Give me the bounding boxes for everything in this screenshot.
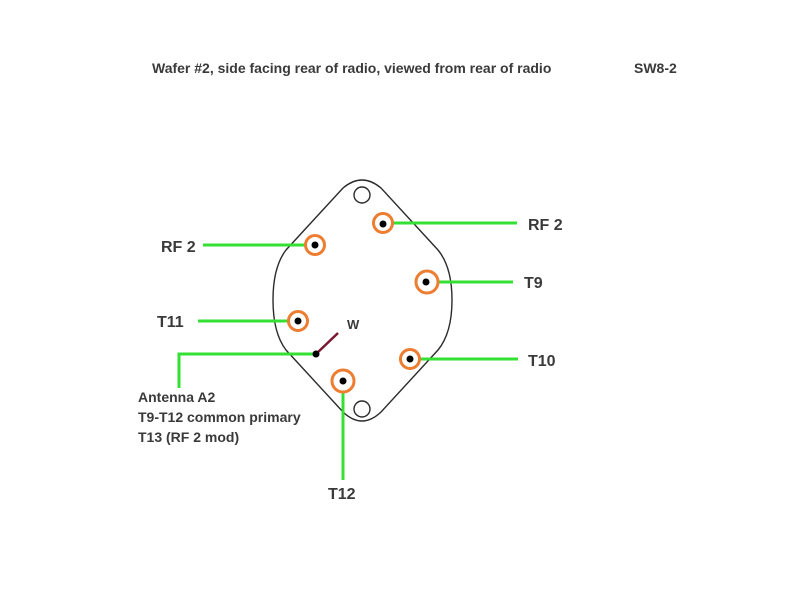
terminal-rf2-left [304,234,326,256]
label-t11: T11 [157,314,184,331]
wafer-outline [272,179,453,422]
switch-id: SW8-2 [634,60,677,76]
terminal-t9 [414,269,440,295]
mounting-hole-top [353,186,371,204]
label-t12: T12 [328,486,356,503]
mounting-hole-bottom [353,400,371,418]
terminal-t11 [287,310,309,332]
terminal-t10 [399,348,421,370]
wire-antenna [177,352,316,388]
wiper-label: W [347,317,360,332]
label-t10: T10 [528,353,556,370]
label-rf2-right: RF 2 [528,217,563,234]
diagram-title: Wafer #2, side facing rear of radio, vie… [152,60,551,76]
terminal-t12 [330,368,356,394]
terminal-rf2-right [372,212,394,234]
wiper-contact [312,350,320,358]
label-rf2-left: RF 2 [161,239,196,256]
note-line-2: T9-T12 common primary [138,409,301,425]
note-line-3: T13 (RF 2 mod) [138,429,239,445]
note-line-1: Antenna A2 [138,389,215,405]
label-t9: T9 [524,275,543,292]
wiper-arm [315,332,339,355]
